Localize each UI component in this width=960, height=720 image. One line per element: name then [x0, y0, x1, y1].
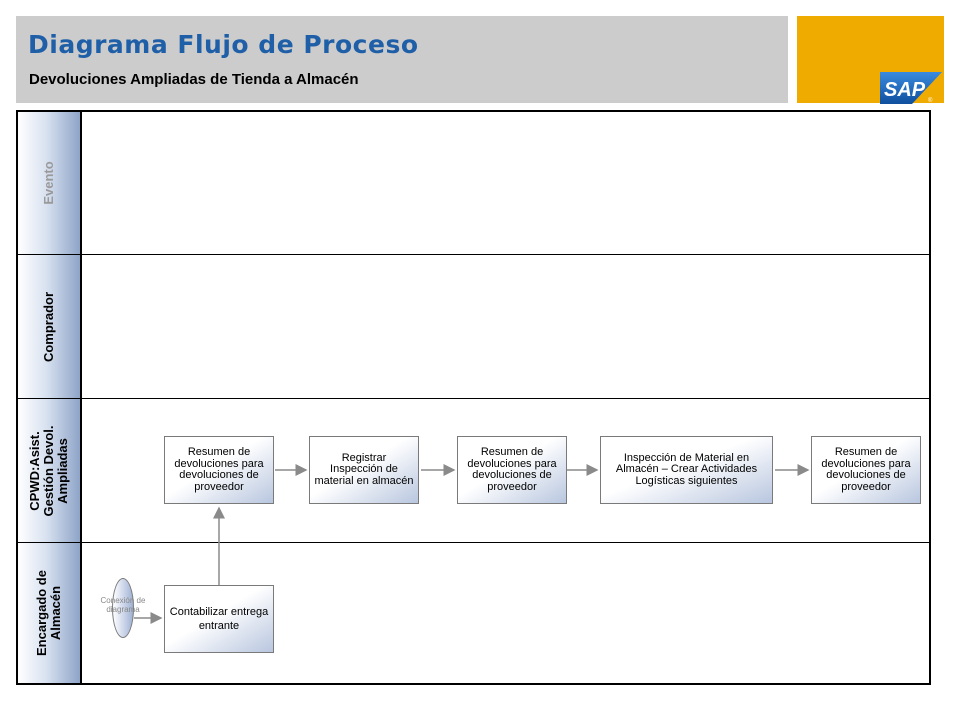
step-material-inspection[interactable]: Inspección de Material en Almacén – Crea… — [600, 436, 773, 504]
step-summary-returns-3[interactable]: Resumen de devoluciones para devolucione… — [811, 436, 921, 504]
lane-label: Comprador — [41, 291, 56, 362]
step-label: Inspección de Material en Almacén – Crea… — [615, 451, 758, 487]
step-label: Resumen de devoluciones para devolucione… — [467, 446, 557, 493]
swimlane-diagram: Evento Comprador CPWD:Asist. Gestión Dev… — [16, 110, 931, 685]
lane-header: Evento — [18, 112, 82, 254]
lane-label-line: Gestión Devol. — [41, 424, 56, 517]
step-summary-returns-2[interactable]: Resumen de devoluciones para devolucione… — [457, 436, 567, 504]
step-label: Resumen de devoluciones para devolucione… — [174, 446, 264, 493]
step-label: Resumen de devoluciones para devolucione… — [821, 446, 911, 493]
lane-label: Encargado de Almacén — [34, 570, 63, 656]
lane-label: Evento — [41, 161, 56, 205]
step-label: Contabilizar entrega entrante — [169, 606, 269, 632]
lane-label-line: Ampliadas — [55, 437, 70, 504]
step-summary-returns-1[interactable]: Resumen de devoluciones para devolucione… — [164, 436, 274, 504]
lane-evento: Evento — [18, 112, 929, 255]
connector-label: Conexión de diagrama — [100, 596, 146, 614]
lane-label-line: Encargado de — [34, 570, 49, 656]
diagram-connector[interactable] — [112, 578, 134, 638]
lane-comprador: Comprador — [18, 255, 929, 399]
lane-encargado: Encargado de Almacén — [18, 543, 929, 683]
lane-header: Encargado de Almacén — [18, 543, 82, 683]
step-register-inspection[interactable]: Registrar Inspección de material en alma… — [309, 436, 419, 504]
sap-logo-text: SAP — [884, 79, 926, 101]
lane-label-line: CPWD:Asist. — [27, 430, 42, 511]
step-label: Registrar Inspección de material en alma… — [314, 451, 414, 487]
page-subtitle: Devoluciones Ampliadas de Tienda a Almac… — [29, 71, 359, 88]
sap-logo: SAP ® — [880, 72, 942, 104]
step-post-goods-receipt[interactable]: Contabilizar entrega entrante — [164, 585, 274, 653]
lane-label-line: Almacén — [48, 585, 63, 641]
page-title: Diagrama Flujo de Proceso — [28, 30, 419, 59]
svg-text:®: ® — [928, 97, 933, 104]
lane-header: CPWD:Asist. Gestión Devol. Ampliadas — [18, 399, 82, 542]
lane-header: Comprador — [18, 255, 82, 398]
header-bar: Diagrama Flujo de Proceso Devoluciones A… — [16, 16, 788, 103]
lane-cpwd: CPWD:Asist. Gestión Devol. Ampliadas — [18, 399, 929, 543]
lane-label: CPWD:Asist. Gestión Devol. Ampliadas — [27, 424, 70, 517]
